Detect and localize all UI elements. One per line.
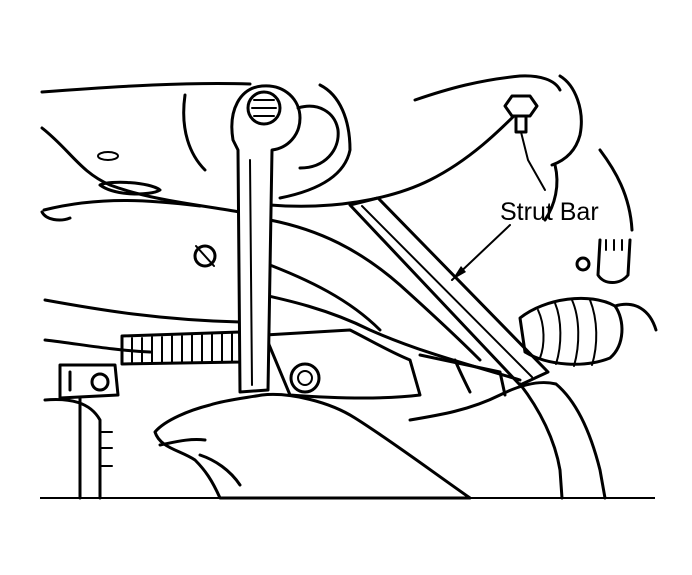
socket-wrench xyxy=(230,84,340,394)
boot-left xyxy=(120,330,244,366)
strut-bar xyxy=(348,196,550,387)
lower-bracket xyxy=(263,328,507,400)
chassis-frame xyxy=(40,74,634,268)
boot-right xyxy=(518,296,658,367)
hand xyxy=(153,381,607,500)
top-nut xyxy=(503,94,546,191)
left-bracket xyxy=(43,363,120,500)
strut-bar-label: Strut Bar xyxy=(500,198,599,226)
right-bracket xyxy=(575,238,632,284)
callout-leader xyxy=(451,224,511,281)
